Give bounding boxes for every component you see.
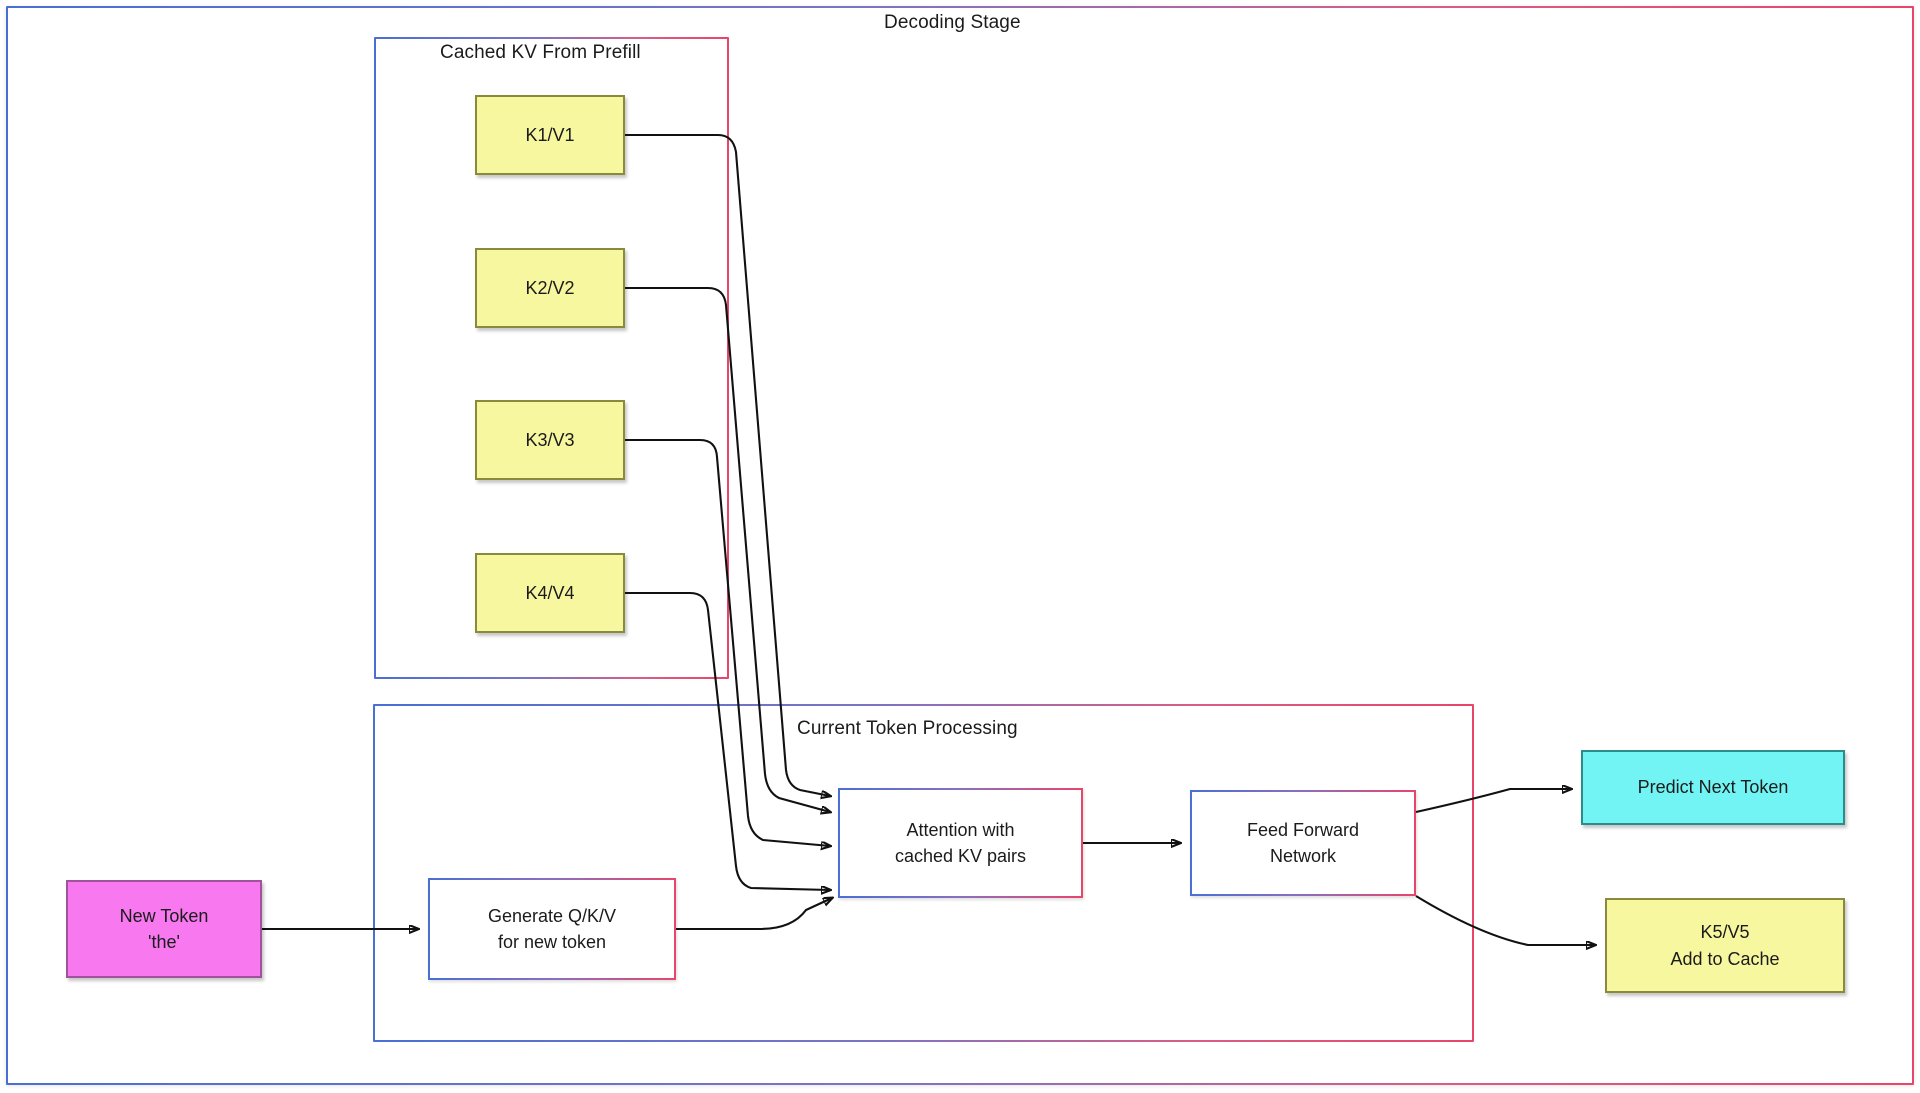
node-generate-qkv-line2: for new token [497,932,607,952]
node-predict-label: Predict Next Token [1637,777,1789,798]
node-attention[interactable]: Attention with cached KV pairs [838,788,1083,898]
node-new-token-line1: New Token [119,905,209,926]
node-feed-forward-network[interactable]: Feed Forward Network [1190,790,1416,896]
node-ffn-line2: Network [1269,846,1336,866]
node-generate-qkv-line1: Generate Q/K/V [487,905,617,926]
node-new-token[interactable]: New Token 'the' [66,880,262,978]
node-attention-line1: Attention with [906,819,1015,840]
node-k2v2-label: K2/V2 [525,277,575,298]
node-k5v5-line1: K5/V5 [1700,922,1750,943]
node-k5v5-line2: Add to Cache [1670,948,1780,969]
node-k4v4-label: K4/V4 [525,582,575,603]
decoding-stage-title: Decoding Stage [884,12,1021,33]
node-k3v3[interactable]: K3/V3 [475,400,625,480]
decoding-stage-frame [6,6,1914,1085]
node-k3v3-label: K3/V3 [525,429,575,450]
cached-kv-group-title: Cached KV From Prefill [440,42,641,63]
node-attention-line2: cached KV pairs [894,846,1027,866]
current-token-group-title: Current Token Processing [797,718,1018,739]
node-generate-qkv[interactable]: Generate Q/K/V for new token [428,878,676,980]
node-k1v1[interactable]: K1/V1 [475,95,625,175]
node-predict-next-token[interactable]: Predict Next Token [1581,750,1845,825]
node-k2v2[interactable]: K2/V2 [475,248,625,328]
node-ffn-line1: Feed Forward [1246,819,1360,840]
node-k1v1-label: K1/V1 [525,124,575,145]
node-new-token-line2: 'the' [148,932,180,952]
node-k4v4[interactable]: K4/V4 [475,553,625,633]
node-k5v5-add-to-cache[interactable]: K5/V5 Add to Cache [1605,898,1845,993]
